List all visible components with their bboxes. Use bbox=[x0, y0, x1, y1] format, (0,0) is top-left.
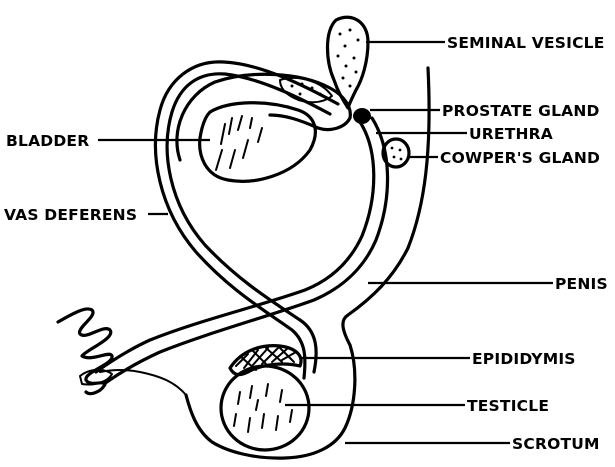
label-scrotum: SCROTUM bbox=[512, 435, 600, 453]
bladder-texture bbox=[216, 116, 262, 170]
label-cowpers-gland: COWPER'S GLAND bbox=[440, 149, 600, 167]
label-prostate-gland: PROSTATE GLAND bbox=[442, 102, 600, 120]
label-penis: PENIS bbox=[555, 275, 608, 293]
label-bladder: BLADDER bbox=[6, 132, 89, 150]
label-testicle: TESTICLE bbox=[467, 397, 549, 415]
testicle-texture bbox=[234, 384, 292, 432]
seminal-vesicle-stipple bbox=[337, 29, 360, 88]
urethra bbox=[96, 122, 374, 372]
label-epididymis: EPIDIDYMIS bbox=[472, 350, 576, 368]
cowpers-gland-stipple bbox=[391, 147, 403, 161]
label-urethra: URETHRA bbox=[469, 125, 553, 143]
ampulla bbox=[280, 78, 332, 102]
seminal-vesicle bbox=[328, 17, 369, 108]
label-seminal-vesicle: SEMINAL VESICLE bbox=[447, 34, 605, 52]
urethra-inner bbox=[104, 118, 388, 384]
testicle bbox=[221, 366, 309, 450]
prostate-gland bbox=[353, 108, 371, 124]
vas-deferens bbox=[167, 74, 330, 372]
label-vas-deferens: VAS DEFERENS bbox=[4, 206, 137, 224]
